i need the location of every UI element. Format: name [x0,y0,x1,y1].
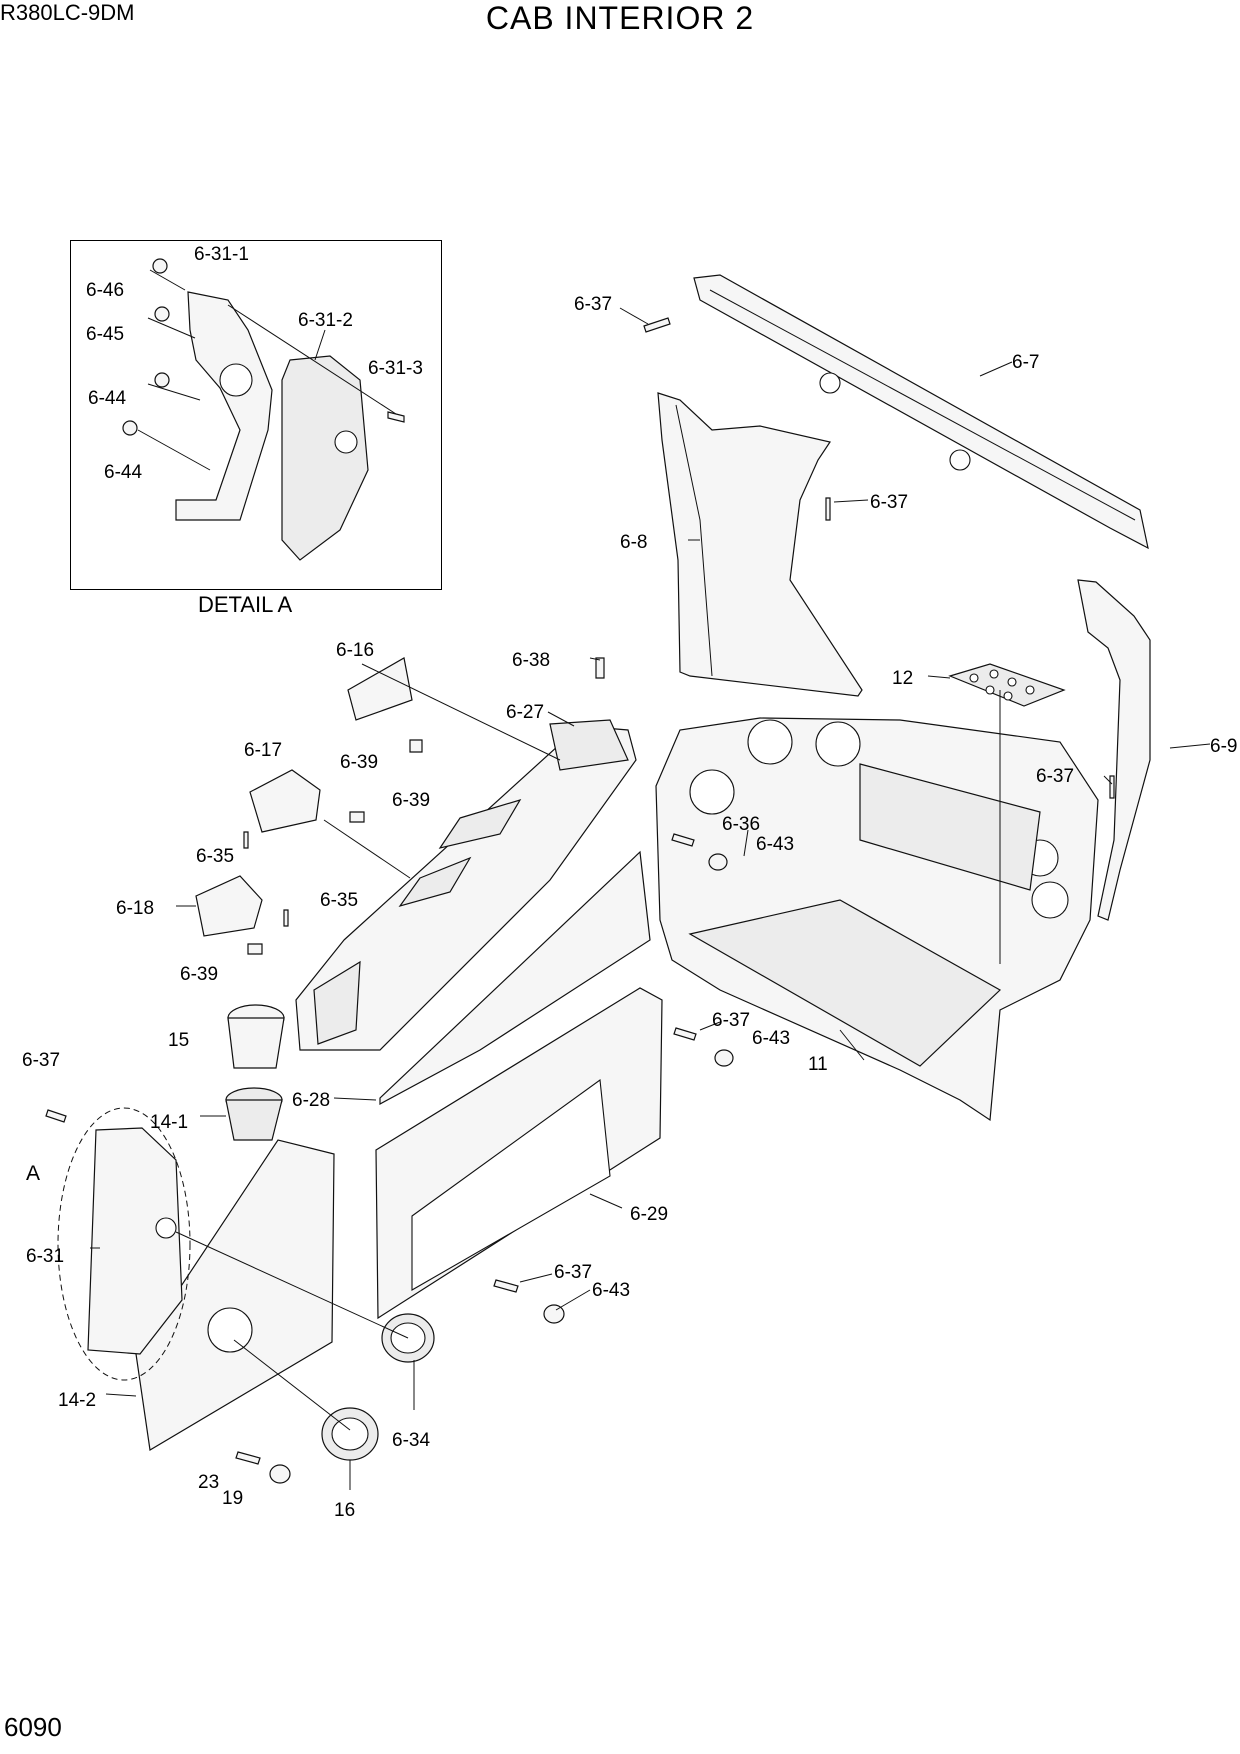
callout-label: 6-38 [512,650,550,671]
side-panel-6-29 [375,987,663,1320]
callout-label: 15 [168,1030,189,1051]
storage-pad-12 [948,663,1066,707]
callout-label: 6-31-3 [368,358,423,379]
callout-label: 6-43 [592,1280,630,1301]
callout-label: 6-44 [104,462,142,483]
detail-a-caption: DETAIL A [198,592,293,617]
callout-label: 6-43 [756,834,794,855]
callout-label: 14-2 [58,1390,96,1411]
model-number: R380LC-9DM [0,0,135,25]
callout-label: 6-9 [1210,736,1237,757]
callout-label: 6-35 [196,846,234,867]
pillar-trim-6-8 [657,392,863,697]
callout-label: 6-43 [752,1028,790,1049]
detail-a-drawing [122,258,405,561]
callout-label: 6-39 [180,964,218,985]
callout-label: 6-18 [116,898,154,919]
side-box-14-2 [87,1127,335,1451]
callout-label: 6-8 [620,532,647,553]
fasteners [45,317,1115,1484]
rear-trim-6-7 [693,274,1149,550]
side-panel-6-28 [379,850,651,1106]
callout-label: 6-29 [630,1204,668,1225]
detail-a-frame [70,240,442,590]
callout-label: 6-37 [554,1262,592,1283]
callout-label: 6-37 [574,294,612,315]
callout-label: 6-31-1 [194,244,249,265]
callout-label: 14-1 [150,1112,188,1133]
callout-label: 6-45 [86,324,124,345]
callout-label: 6-39 [392,790,430,811]
callout-label: 6-27 [506,702,544,723]
right-pillar-trim-6-9 [1077,579,1151,921]
rear-console-floor-11 [655,717,1099,1122]
callout-label: 6-28 [292,1090,330,1111]
callout-label: 6-44 [88,388,126,409]
callout-label: 6-37 [22,1050,60,1071]
callout-label: 23 [198,1472,219,1493]
callout-label: 19 [222,1488,243,1509]
callout-labels: 6-31-1 6-46 6-45 6-31-2 6-31-3 6-44 6-44… [22,244,1237,1521]
brackets [195,657,413,937]
callout-label: 6-7 [1012,352,1039,373]
detail-a-dashed-outline [57,1107,191,1381]
page-number: 6090 [4,1712,62,1742]
detail-a-marker: A [26,1162,40,1185]
callout-label: 11 [808,1054,828,1075]
callout-label: 6-35 [320,890,358,911]
cup-holders [225,1004,285,1141]
page-title: CAB INTERIOR 2 [485,0,755,36]
callout-label: 6-46 [86,280,124,301]
center-console-6-27 [295,719,637,1051]
callout-label: 6-37 [870,492,908,513]
callout-label: 6-37 [1036,766,1074,787]
callout-label: 6-31-2 [298,310,353,331]
leader-lines [90,307,1211,1490]
callout-label: 16 [334,1500,355,1521]
callout-label: 6-17 [244,740,282,761]
callout-label: 6-16 [336,640,374,661]
callout-label: 6-39 [340,752,378,773]
callout-label: 6-34 [392,1430,430,1451]
callout-label: 6-31 [26,1246,64,1267]
callout-label: 12 [892,668,913,689]
callout-label: 6-36 [722,814,760,835]
callout-label: 6-37 [712,1010,750,1031]
